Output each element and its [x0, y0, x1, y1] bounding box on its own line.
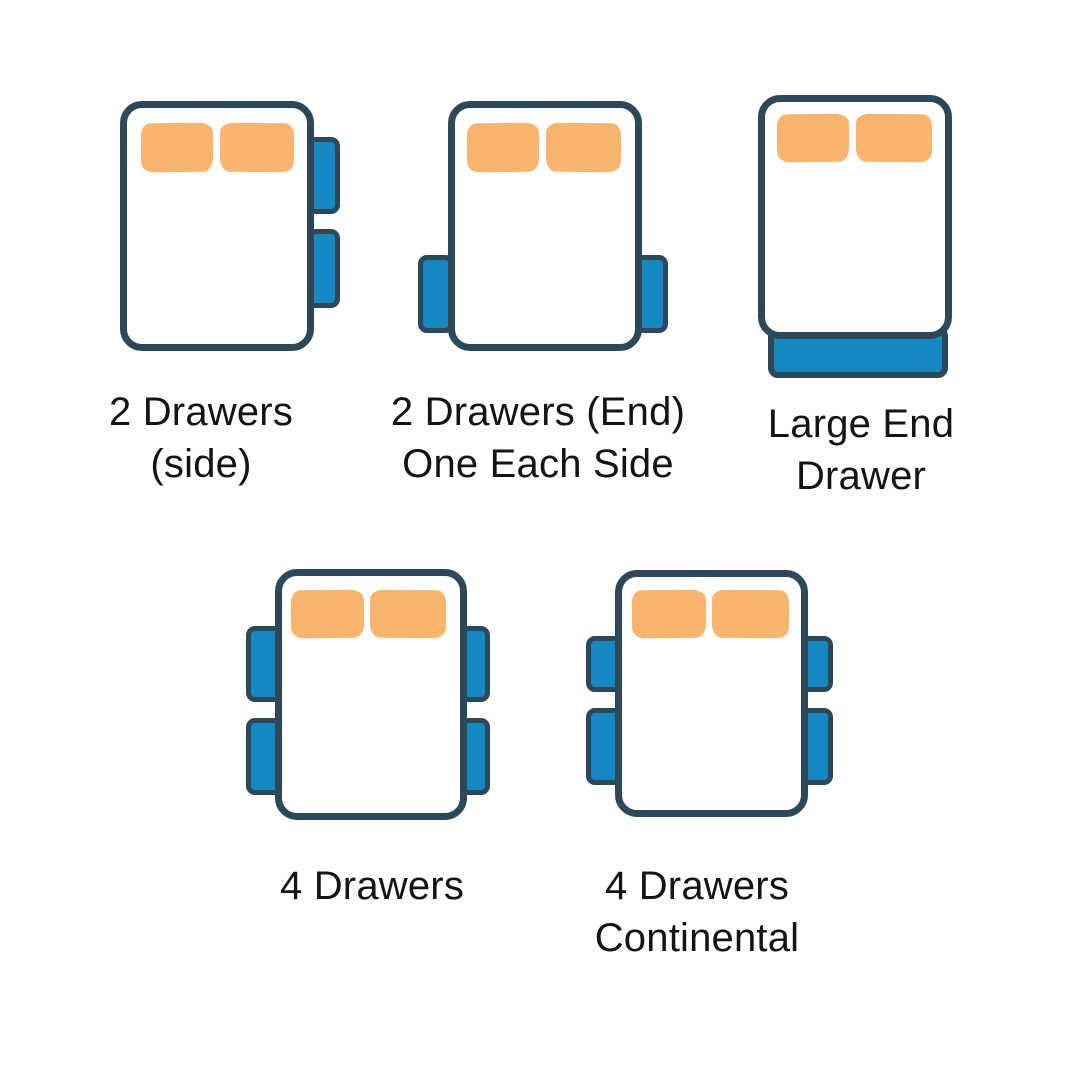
- bed-outline-icon: [758, 95, 952, 339]
- caption-line-1: 4 Drawers: [604, 864, 790, 908]
- caption-line-1: 4 Drawers: [279, 864, 465, 908]
- drawer-left-icon: [586, 636, 624, 692]
- pillow-icon: [545, 122, 622, 173]
- pillow-icon: [290, 589, 365, 639]
- caption-line-2: (side): [150, 442, 252, 486]
- drawer-right-icon: [630, 255, 668, 333]
- figure-caption: 4 Drawers Continental: [595, 860, 800, 964]
- caption-line-1: Large End: [767, 402, 955, 446]
- drawer-left-icon: [246, 626, 286, 702]
- bed-outline-icon: [448, 101, 642, 351]
- pillow-icon: [855, 113, 933, 163]
- pillow-icon: [631, 589, 707, 639]
- bed-outline-icon: [615, 570, 808, 817]
- bed-outline-icon: [120, 101, 314, 351]
- drawer-right-icon: [795, 708, 833, 785]
- figure-caption: 2 Drawers (side): [109, 386, 293, 490]
- pillow-icon: [711, 589, 790, 639]
- drawer-right-icon: [300, 229, 340, 308]
- pillow-icon: [140, 122, 214, 173]
- caption-line-1: 2 Drawers (End): [390, 390, 686, 434]
- drawer-end-icon: [768, 326, 948, 378]
- drawer-right-icon: [451, 626, 490, 702]
- bed-outline-icon: [275, 569, 467, 820]
- caption-line-2: One Each Side: [402, 442, 674, 486]
- pillow-icon: [369, 589, 447, 639]
- figure-caption: Large End Drawer: [768, 398, 954, 502]
- caption-line-2: Drawer: [795, 454, 927, 498]
- drawer-right-icon: [795, 636, 833, 692]
- pillow-icon: [466, 122, 540, 173]
- drawer-left-icon: [586, 708, 624, 785]
- pillow-icon: [776, 113, 850, 163]
- figure-caption: 2 Drawers (End) One Each Side: [391, 386, 685, 490]
- caption-line-2: Continental: [594, 916, 800, 960]
- drawer-right-icon: [300, 137, 340, 214]
- drawer-left-icon: [418, 255, 454, 333]
- figure-caption: 4 Drawers: [280, 860, 464, 912]
- drawer-left-icon: [246, 718, 286, 795]
- pillow-icon: [219, 122, 295, 173]
- drawer-right-icon: [451, 718, 490, 795]
- caption-line-1: 2 Drawers: [108, 390, 294, 434]
